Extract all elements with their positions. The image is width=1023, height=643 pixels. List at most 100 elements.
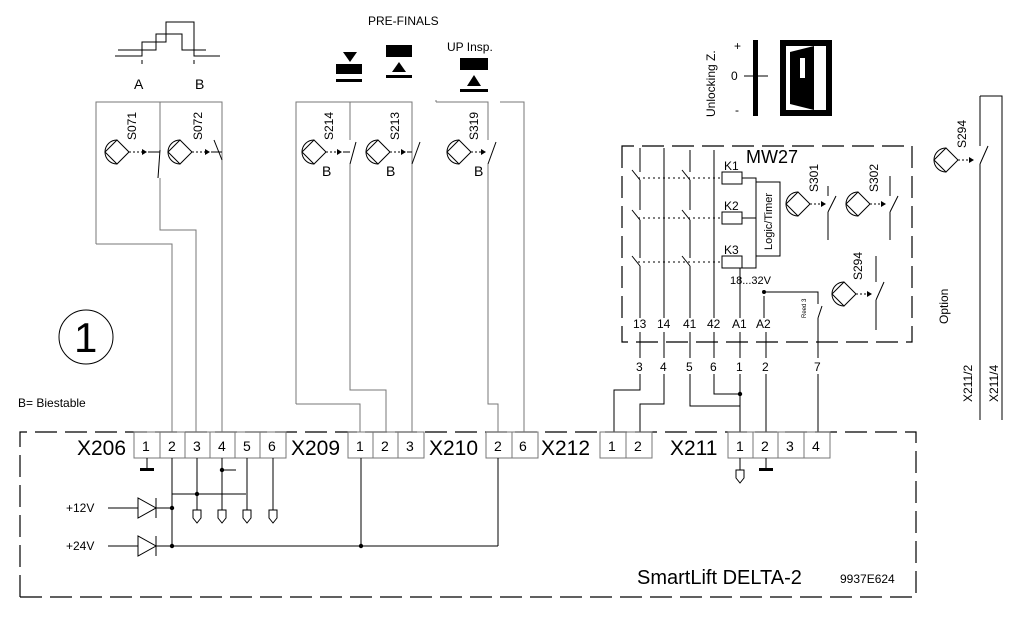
x211-4-label: X211/4 <box>987 365 1001 402</box>
timing-label-b: B <box>195 76 204 92</box>
x212-pin-1: 1 <box>608 438 616 454</box>
bistable-mark-s214: B <box>322 163 331 179</box>
sensor-label-s294-outer: S294 <box>955 120 969 148</box>
x211-2-label: X211/2 <box>961 365 975 402</box>
ground-icon <box>140 468 154 471</box>
relay-k2: K2 <box>724 199 739 213</box>
proximity-sensor-s072 <box>167 139 223 165</box>
terminal-x206: X206 1 2 3 4 5 6 <box>77 431 287 460</box>
sensor-label-s072: S072 <box>191 112 205 140</box>
input-marker <box>192 509 202 524</box>
scale-minus: - <box>735 103 739 117</box>
input-marker <box>242 509 252 524</box>
timing-label-a: A <box>134 76 144 92</box>
connector-x211: X211 <box>670 437 718 460</box>
terminal-x209: X209 1 2 3 <box>291 431 425 460</box>
x212-pin-2: 2 <box>634 438 642 454</box>
connector-x206: X206 <box>77 437 126 460</box>
terminal-41: 41 <box>683 317 697 331</box>
scale-plus: + <box>734 39 741 53</box>
proximity-sensor-s294-inner <box>831 256 885 330</box>
mw27-module: MW27 K1 K2 K3 Logic/Timer 18...32V S301 <box>621 145 913 343</box>
x211-pin-2: 2 <box>761 438 769 454</box>
sensor-label-s214: S214 <box>322 112 336 140</box>
proximity-sensor-s319 <box>446 139 497 165</box>
terminal-x210: X210 2 6 <box>429 431 539 460</box>
internal-wiring: +12V +24V <box>66 458 773 557</box>
x206-pin-2: 2 <box>168 438 176 454</box>
terminal-x212: X212 1 2 <box>541 431 653 460</box>
wire-2: 2 <box>762 360 769 374</box>
reference-circle <box>58 309 114 365</box>
sensor-group-s071-s072: S071 S072 <box>95 101 223 432</box>
x206-pin-6: 6 <box>268 438 276 454</box>
sensor-label-s301: S301 <box>807 164 821 192</box>
reed-label: Reed 3 <box>802 298 808 318</box>
supply-12v: +12V <box>66 501 94 515</box>
proximity-sensor-s302 <box>845 176 899 240</box>
option-label: Option <box>937 289 951 324</box>
ground-icon <box>759 468 773 471</box>
wire-1: 1 <box>736 360 743 374</box>
terminal-a2: A2 <box>756 317 771 331</box>
supply-24v: +24V <box>66 539 94 553</box>
terminal-13: 13 <box>633 317 647 331</box>
proximity-sensor-s214 <box>301 139 357 165</box>
x209-pin-2: 2 <box>381 438 389 454</box>
bistable-mark-s213: B <box>386 163 395 179</box>
module-wiring: 3 4 5 6 1 2 7 <box>613 318 821 432</box>
up-insp-icon <box>460 58 488 92</box>
terminal-42: 42 <box>707 317 721 331</box>
voltage-range: 18...32V <box>730 275 772 287</box>
x209-pin-3: 3 <box>406 438 414 454</box>
relay-k3: K3 <box>724 243 739 257</box>
wire-3: 3 <box>636 360 643 374</box>
wire-6: 6 <box>710 360 717 374</box>
input-marker <box>735 469 745 484</box>
x210-pin-2: 2 <box>494 438 502 454</box>
proximity-sensor-s213 <box>365 139 421 165</box>
x209-pin-1: 1 <box>356 438 364 454</box>
pre-final-up-icon <box>386 45 412 78</box>
wire-7: 7 <box>814 360 821 374</box>
x210-pin-6: 6 <box>519 438 527 454</box>
sensor-label-s294-inner: S294 <box>851 252 865 280</box>
circle-number: 1 <box>74 314 97 361</box>
module-label: MW27 <box>746 147 798 167</box>
connector-x212: X212 <box>541 437 590 460</box>
input-marker <box>268 509 278 524</box>
sensor-label-s071: S071 <box>125 112 139 140</box>
pre-finals-label: PRE-FINALS <box>368 14 439 28</box>
x206-pin-5: 5 <box>243 438 251 454</box>
input-marker <box>217 509 227 524</box>
connector-x209: X209 <box>291 437 340 460</box>
x211-pin-4: 4 <box>812 438 820 454</box>
drawing-code: 9937E624 <box>840 572 895 586</box>
option-s294: S294 Option X211/2 X211/4 <box>933 95 1003 420</box>
terminal-14: 14 <box>657 317 671 331</box>
legend-note: B= Biestable <box>18 396 86 410</box>
product-title: SmartLift DELTA-2 <box>637 567 802 589</box>
logic-label: Logic/Timer <box>763 193 775 250</box>
pre-final-down-icon <box>336 52 362 82</box>
x211-pin-3: 3 <box>786 438 794 454</box>
controller-box <box>19 431 917 598</box>
relay-k1: K1 <box>724 159 739 173</box>
timing-diagram: A B <box>115 21 220 92</box>
terminal-x211: X211 1 2 3 4 <box>670 431 831 460</box>
x211-pin-1: 1 <box>736 438 744 454</box>
diode-24v <box>137 535 158 557</box>
sensor-label-s302: S302 <box>867 164 881 192</box>
terminal-a1: A1 <box>732 317 747 331</box>
up-insp-label: UP Insp. <box>447 40 493 54</box>
diode-12v <box>137 497 158 519</box>
wire-5: 5 <box>686 360 693 374</box>
x206-pin-3: 3 <box>193 438 201 454</box>
door-icon <box>780 40 832 116</box>
unlocking-zone: Unlocking Z. + 0 - <box>704 39 768 117</box>
proximity-sensor-s301 <box>785 186 837 240</box>
connector-x210: X210 <box>429 437 478 460</box>
scale-zero: 0 <box>731 69 738 83</box>
x206-pin-4: 4 <box>218 438 226 454</box>
